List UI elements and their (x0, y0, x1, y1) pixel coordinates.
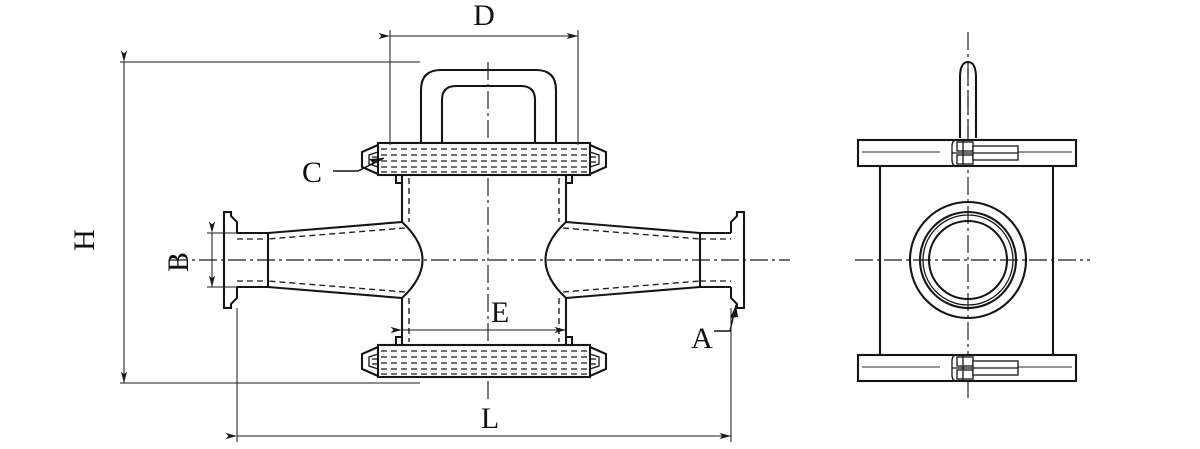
side-view (855, 32, 1090, 400)
bottom-flange-left-tab (394, 335, 402, 345)
bottom-flange-right-tab (566, 335, 574, 345)
dimension-E: E (390, 296, 567, 340)
right-cone-upper-hidden (562, 227, 701, 240)
bottom-right-bolt-clamp (589, 346, 608, 377)
side-top-bolt-detail (951, 139, 1019, 167)
dimension-L: L (225, 308, 732, 442)
left-end-flange-profile (222, 210, 239, 310)
callout-C: C (302, 156, 385, 189)
circle-second (918, 210, 1018, 310)
top-flange-hidden-detail (381, 148, 587, 173)
top-bolt-nut-lower (956, 154, 974, 165)
top-flange-right-tab (566, 175, 574, 185)
bottom-bolt-nut-upper (956, 356, 974, 367)
dimension-label-E: E (491, 296, 509, 329)
dimension-H: H (68, 50, 420, 384)
dimension-label-H: H (68, 229, 101, 251)
circle-third (922, 214, 1014, 306)
dimension-label-L: L (481, 402, 499, 435)
top-flange-plate (376, 141, 592, 177)
right-end-flange-profile (729, 210, 746, 310)
top-bolt-nut-upper (956, 141, 974, 152)
left-cone-upper-hidden (267, 227, 406, 240)
lifting-handle (419, 68, 558, 143)
bottom-flange-hidden-detail (381, 350, 587, 375)
handle-inner-profile (440, 84, 537, 143)
top-right-bolt-clamp (589, 144, 608, 175)
right-cone-lower-hidden (562, 280, 701, 293)
right-cone-upper-outer (565, 220, 701, 235)
top-right-clamp-inner (589, 151, 600, 168)
top-left-clamp-outline (360, 144, 379, 175)
right-cone-lower-outer (565, 285, 701, 300)
left-cone-lower-outer (267, 285, 403, 300)
callout-label-C: C (302, 156, 322, 189)
circle-inner-bore (927, 219, 1009, 301)
top-cover-flange (360, 141, 608, 185)
side-handle-stem (958, 60, 978, 140)
side-bottom-bolt-detail (951, 354, 1019, 382)
C-leader-arrowhead (369, 158, 384, 164)
top-flange-left-tab (394, 175, 402, 185)
callout-A: A (691, 304, 738, 355)
bottom-bolt-nut-lower (956, 369, 974, 380)
bottom-right-clamp-inner (589, 353, 600, 370)
top-right-clamp-outline (589, 144, 608, 175)
circle-outer (908, 200, 1028, 320)
callout-label-A: A (691, 322, 713, 355)
handle-outer-profile (419, 68, 558, 143)
bottom-left-clamp-inner (368, 353, 379, 370)
center-lines-front (170, 62, 790, 400)
dimension-label-D: D (473, 0, 495, 32)
A-leader-arrowhead (730, 305, 738, 318)
bottom-right-clamp-outline (589, 346, 608, 377)
left-cone-upper-outer (267, 220, 403, 235)
top-left-clamp-inner (368, 151, 379, 168)
bottom-left-clamp-outline (360, 346, 379, 377)
sight-glass-circles (908, 200, 1028, 320)
dimension-label-B: B (162, 252, 195, 272)
left-chamber-arc (401, 221, 424, 299)
dimension-B: B (162, 221, 245, 288)
left-cone-lower-hidden (267, 280, 406, 293)
right-chamber-arc (544, 221, 567, 299)
bottom-cover-flange (360, 335, 608, 379)
bottom-flange-plate (376, 343, 592, 379)
dimension-D: D (378, 0, 579, 145)
bottom-left-bolt-clamp (360, 346, 379, 377)
front-section-view: H B D E L (68, 0, 790, 442)
handle-stem-profile (958, 60, 978, 138)
